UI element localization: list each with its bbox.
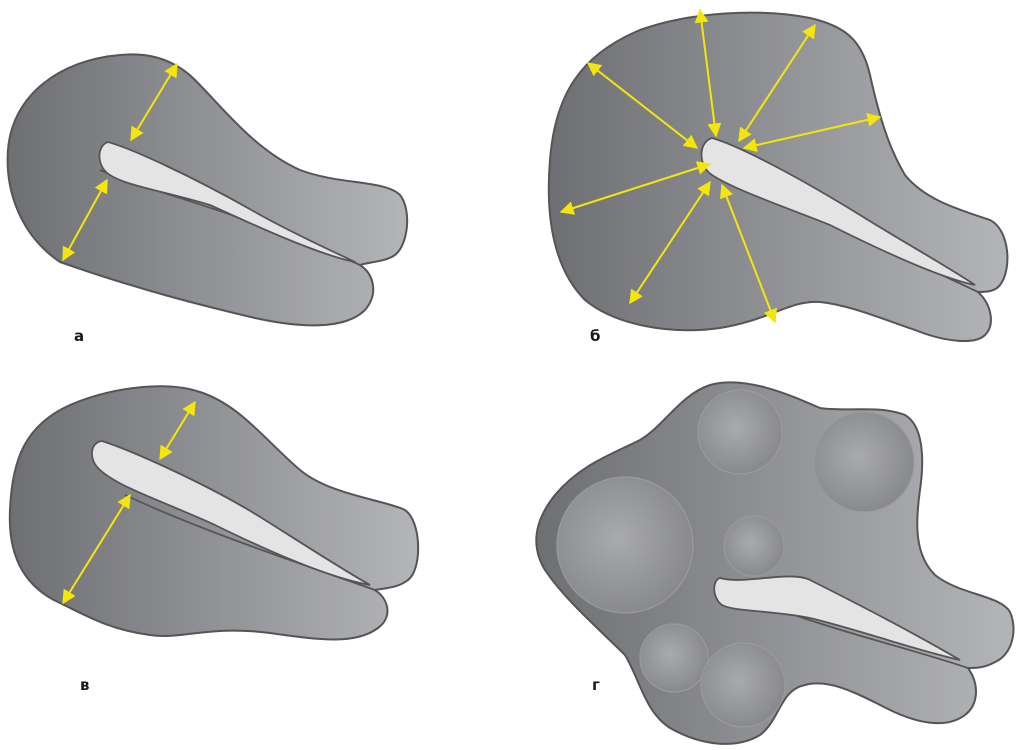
nodule-g-4 [724, 516, 784, 576]
nodule-g-1 [557, 477, 693, 613]
panel-label-g: г [592, 676, 600, 694]
panel-a: а [8, 54, 408, 345]
nodule-g-6 [701, 643, 785, 727]
panel-label-v: в [80, 676, 90, 694]
panel-label-b: б [590, 327, 600, 345]
panel-v: в [10, 386, 418, 694]
nodule-g-3 [814, 412, 914, 512]
panel-label-a: а [74, 327, 84, 345]
panel-b: б [549, 10, 1008, 345]
panel-g: г [536, 382, 1013, 744]
nodule-g-2 [698, 390, 782, 474]
nodule-g-5 [640, 624, 708, 692]
